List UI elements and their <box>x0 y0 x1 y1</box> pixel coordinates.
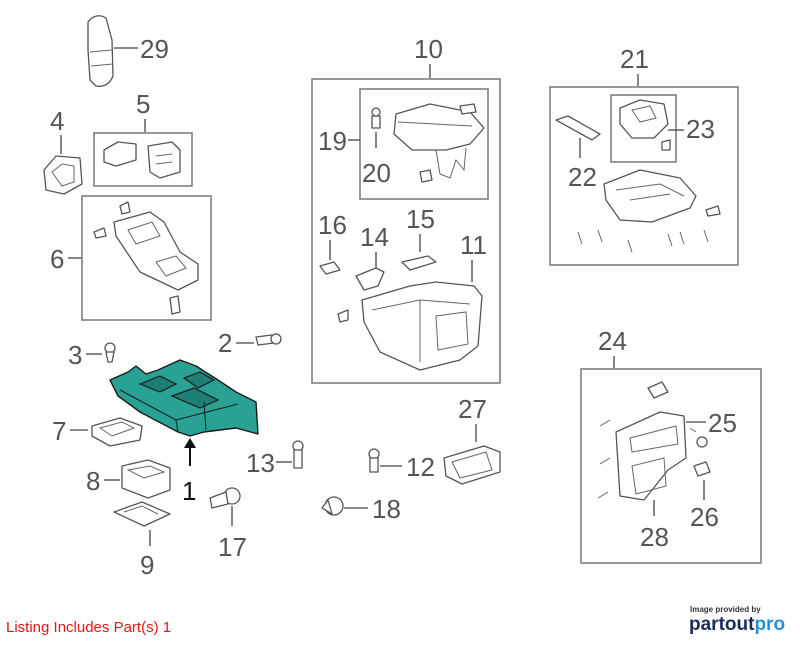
part-2-bolt[interactable]: 2 <box>218 328 282 358</box>
credit-caption: Image provided by <box>690 605 761 614</box>
callout-13: 13 <box>246 448 275 478</box>
callout-4: 4 <box>50 106 64 136</box>
part-1-console-box[interactable]: 1 <box>109 359 259 506</box>
callout-26: 26 <box>690 502 719 532</box>
callout-14: 14 <box>360 222 389 252</box>
callout-28: 28 <box>640 522 669 552</box>
part-4-bezel[interactable]: 4 <box>43 106 83 195</box>
part-7-tray[interactable]: 7 <box>52 416 143 447</box>
part-9-mat[interactable]: 9 <box>113 501 171 580</box>
callout-29: 29 <box>140 34 169 64</box>
callout-16: 16 <box>318 210 347 240</box>
callout-17: 17 <box>218 532 247 562</box>
callout-7: 7 <box>52 416 66 446</box>
part-13-bolt[interactable]: 13 <box>246 440 304 478</box>
callout-10: 10 <box>414 34 443 64</box>
callout-20: 20 <box>362 158 391 188</box>
callout-5: 5 <box>136 89 150 119</box>
part-6-panel-group[interactable]: 6 <box>50 195 212 321</box>
part-21-bracket-group[interactable]: 21 23 22 <box>549 44 739 266</box>
part-17-clip[interactable]: 17 <box>209 487 247 562</box>
callout-23: 23 <box>686 114 715 144</box>
callout-18: 18 <box>372 494 401 524</box>
callout-25: 25 <box>708 408 737 438</box>
callout-27: 27 <box>458 394 487 424</box>
callout-1: 1 <box>182 476 196 506</box>
part-29-shift-knob[interactable]: 29 <box>87 15 169 87</box>
listing-note: Listing Includes Part(s) 1 <box>6 619 172 636</box>
part-8-pocket[interactable]: 8 <box>86 459 171 499</box>
callout-24: 24 <box>598 326 627 356</box>
partoutpro-logo[interactable]: partoutpro <box>689 614 785 636</box>
logo-text-part2: pro <box>754 614 786 635</box>
callout-2: 2 <box>218 328 232 358</box>
part-10-console-assembly[interactable]: 10 20 19 16 14 15 11 <box>311 34 501 384</box>
part-5-switch-group[interactable]: 5 <box>93 89 193 187</box>
callout-12: 12 <box>406 452 435 482</box>
logo-text-part1: partout <box>689 614 755 635</box>
part-3-bolt[interactable]: 3 <box>68 340 116 370</box>
callout-3: 3 <box>68 340 82 370</box>
part-12-bolt[interactable]: 12 <box>368 448 435 482</box>
callout-15: 15 <box>406 204 435 234</box>
callout-11: 11 <box>460 230 487 260</box>
part-18-grommet[interactable]: 18 <box>321 494 401 524</box>
callout-22: 22 <box>568 162 597 192</box>
part-27-socket[interactable]: 27 <box>443 394 501 485</box>
part-24-panel-group[interactable]: 24 25 26 28 <box>580 326 762 564</box>
callout-19: 19 <box>318 126 347 156</box>
callout-9: 9 <box>140 550 154 580</box>
callout-6: 6 <box>50 244 64 274</box>
callout-21: 21 <box>620 44 649 74</box>
callout-8: 8 <box>86 466 100 496</box>
